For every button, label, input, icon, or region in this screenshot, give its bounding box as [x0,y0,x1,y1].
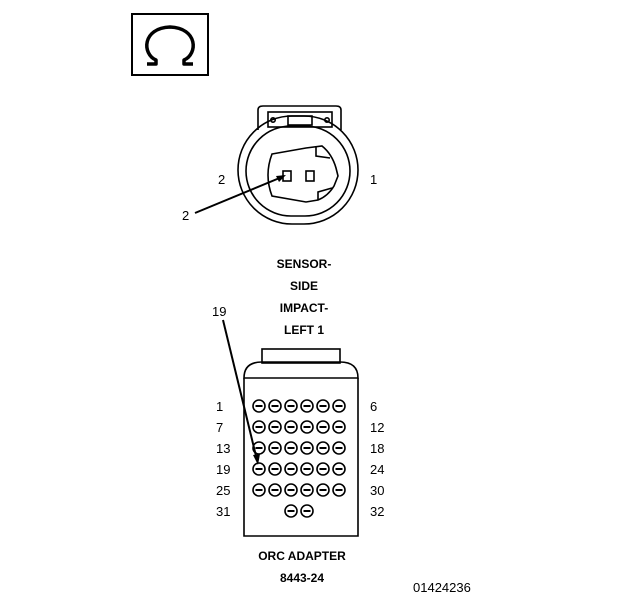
pin-1-terminal [305,170,315,182]
row-label-right: 12 [370,420,384,435]
adapter-callout-number: 19 [212,304,226,319]
sensor-pin-label-right: 1 [370,172,377,187]
sensor-caption-line-2: SIDE [290,279,318,293]
row-label-right: 30 [370,483,384,498]
adapter-part-number: 8443-24 [280,571,324,585]
sensor-caption-line-1: SENSOR- [277,257,332,271]
row-label-right: 18 [370,441,384,456]
row-label-left: 31 [216,504,230,519]
adapter-callout-arrow [222,319,257,457]
adapter-connector [243,348,359,537]
sensor-connector [237,105,359,225]
sensor-caption-line-3: IMPACT- [280,301,328,315]
adapter-pin-grid [252,399,346,518]
adapter-caption: ORC ADAPTER [258,549,346,563]
row-label-left: 25 [216,483,230,498]
adapter-row-labels-left: 1 7 13 19 25 31 [216,399,230,519]
omega-resistance-icon [145,25,195,66]
ohmmeter-symbol [131,13,209,76]
sensor-pin-label-left: 2 [218,172,225,187]
figure-id: 01424236 [413,580,471,595]
row-label-right: 24 [370,462,384,477]
sensor-callout-arrow [194,176,283,214]
sensor-caption-line-4: LEFT 1 [284,323,324,337]
sensor-callout-number: 2 [182,208,189,223]
row-label-left: 19 [216,462,230,477]
adapter-row-labels-right: 6 12 18 24 30 32 [370,399,384,519]
row-label-left: 13 [216,441,230,456]
row-label-right: 6 [370,399,377,414]
row-label-right: 32 [370,504,384,519]
sensor-caption: SENSOR- SIDE IMPACT- LEFT 1 [277,257,332,337]
row-label-left: 1 [216,399,223,414]
row-label-left: 7 [216,420,223,435]
